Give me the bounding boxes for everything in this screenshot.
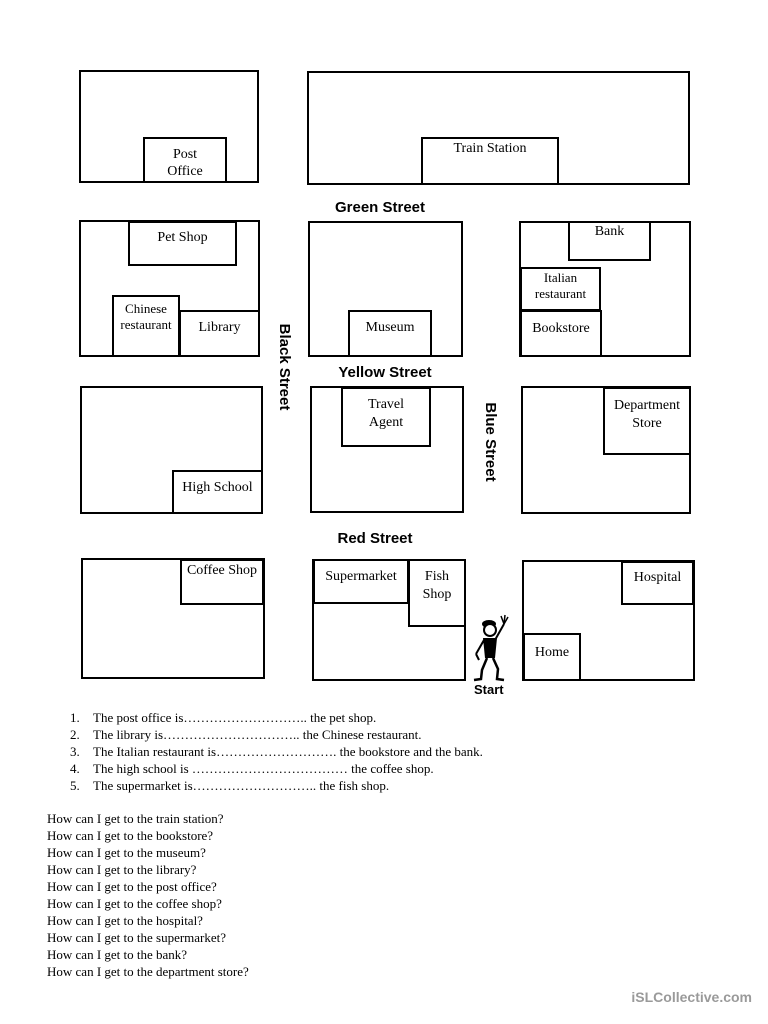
street-red: Red Street bbox=[337, 530, 413, 547]
street-yellow: Yellow Street bbox=[338, 364, 432, 381]
street-green: Green Street bbox=[334, 199, 426, 216]
place-chinese-restaurant: Chinese restaurant bbox=[112, 295, 180, 357]
question-item: How can I get to the library? bbox=[47, 862, 197, 877]
place-train-station: Train Station bbox=[421, 137, 559, 185]
place-home: Home bbox=[523, 633, 581, 681]
place-department-store: Department Store bbox=[603, 387, 691, 455]
question-item: How can I get to the bank? bbox=[47, 947, 188, 962]
street-blue: Blue Street bbox=[482, 402, 499, 482]
place-supermarket: Supermarket bbox=[313, 559, 409, 604]
item-number: 2. bbox=[70, 727, 80, 742]
place-italian-restaurant: Italian restaurant bbox=[520, 267, 601, 311]
place-library: Library bbox=[179, 310, 260, 357]
place-coffee-shop: Coffee Shop bbox=[180, 559, 264, 605]
question-item: How can I get to the hospital? bbox=[47, 913, 203, 928]
list-item: 1. The post office is……………………….. the pet … bbox=[70, 709, 483, 726]
start-label: Start bbox=[474, 682, 504, 697]
question-item: How can I get to the supermarket? bbox=[47, 930, 227, 945]
place-bank: Bank bbox=[568, 221, 651, 261]
sentence-text: The post office is……………………….. the pet sh… bbox=[93, 710, 377, 725]
question-item: How can I get to the train station? bbox=[47, 811, 224, 826]
direction-questions: How can I get to the train station? How … bbox=[47, 810, 249, 980]
item-number: 4. bbox=[70, 761, 80, 776]
sentence-text: The Italian restaurant is………………………. the … bbox=[93, 744, 483, 759]
sentence-text: The high school is ……………………………… the coff… bbox=[93, 761, 434, 776]
question-item: How can I get to the department store? bbox=[47, 964, 249, 979]
list-item: 4. The high school is ……………………………… the co… bbox=[70, 760, 483, 777]
place-post-office: Post Office bbox=[143, 137, 227, 183]
place-museum: Museum bbox=[348, 310, 432, 357]
question-item: How can I get to the museum? bbox=[47, 845, 206, 860]
fill-in-sentences: 1. The post office is……………………….. the pet … bbox=[70, 709, 483, 794]
street-black: Black Street bbox=[276, 323, 293, 411]
list-item: 2. The library is………………………….. the Chinese… bbox=[70, 726, 483, 743]
watermark: iSLCollective.com bbox=[631, 989, 752, 1005]
place-fish-shop: Fish Shop bbox=[408, 559, 466, 627]
item-number: 3. bbox=[70, 744, 80, 759]
sentence-text: The library is………………………….. the Chinese r… bbox=[93, 727, 422, 742]
place-pet-shop: Pet Shop bbox=[128, 221, 237, 266]
sentence-text: The supermarket is……………………….. the fish s… bbox=[93, 778, 390, 793]
place-hospital: Hospital bbox=[621, 561, 694, 605]
place-bookstore: Bookstore bbox=[520, 310, 602, 357]
list-item: 5. The supermarket is……………………….. the fish… bbox=[70, 777, 483, 794]
place-travel-agent: Travel Agent bbox=[341, 387, 431, 447]
waving-person-icon bbox=[473, 614, 509, 682]
question-item: How can I get to the post office? bbox=[47, 879, 217, 894]
item-number: 5. bbox=[70, 778, 80, 793]
list-item: 3. The Italian restaurant is………………………. th… bbox=[70, 743, 483, 760]
item-number: 1. bbox=[70, 710, 80, 725]
question-item: How can I get to the coffee shop? bbox=[47, 896, 222, 911]
place-high-school: High School bbox=[172, 470, 263, 514]
question-item: How can I get to the bookstore? bbox=[47, 828, 214, 843]
